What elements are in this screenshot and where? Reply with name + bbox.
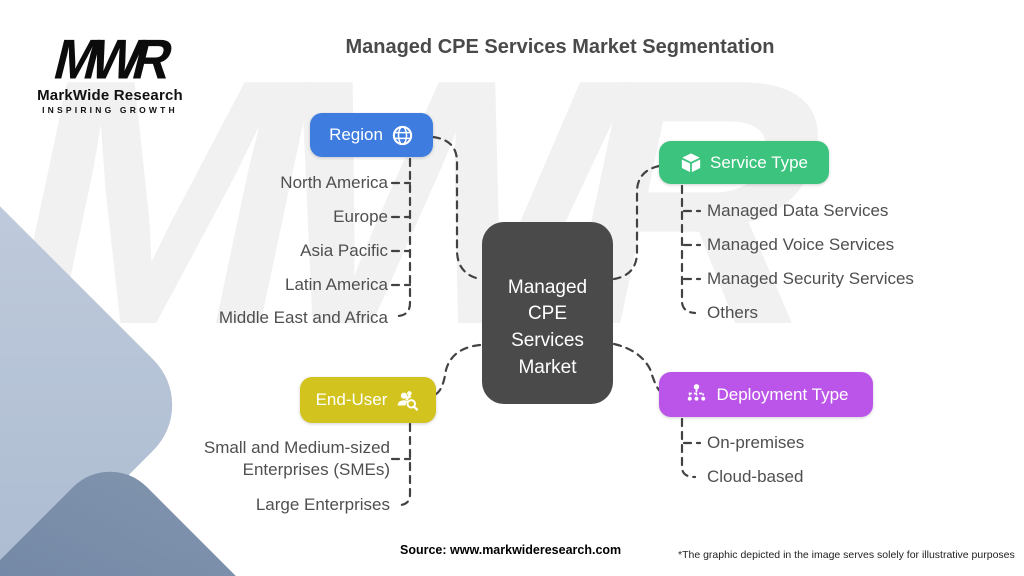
branch-node-deployment-type: Deployment Type <box>659 372 873 417</box>
branch-label-region: Region <box>329 125 383 144</box>
globe-icon <box>391 124 414 147</box>
connector-deploy-center <box>612 342 662 393</box>
service-type-item: Managed Security Services <box>707 269 914 288</box>
logo-tagline: Inspiring Growth <box>42 105 178 116</box>
central-node: Managed CPE Services Market <box>482 222 613 404</box>
deployment-type-item: On-premises <box>707 433 805 452</box>
region-item: North America <box>280 173 388 192</box>
service-type-item: Others <box>707 303 759 322</box>
page-title: Managed CPE Services Market Segmentation <box>345 36 775 58</box>
logo-monogram: MWR <box>47 28 173 92</box>
connector-service-center <box>612 164 661 281</box>
region-item: Middle East and Africa <box>218 308 388 327</box>
connector-region-spine <box>396 157 412 318</box>
service-type-item: Managed Voice Services <box>707 235 895 254</box>
branch-label-deployment-type: Deployment Type <box>716 384 849 404</box>
service-type-item: Managed Data Services <box>707 201 889 220</box>
user-search-icon <box>395 388 420 413</box>
region-item: Latin America <box>285 275 388 294</box>
disclaimer-text: *The graphic depicted in the image serve… <box>678 549 1015 561</box>
end-user-item: Small and Medium-sized Enterprises (SMEs… <box>203 438 390 479</box>
branch-label-end-user: End-User <box>315 390 388 409</box>
logo-name: MarkWide Research <box>37 87 183 105</box>
markwide-logo: MWR MarkWide Research Inspiring Growth <box>28 29 192 116</box>
hierarchy-icon <box>684 382 709 407</box>
branch-node-region: Region <box>310 113 433 157</box>
source-text: Source: www.markwideresearch.com <box>400 543 622 557</box>
branch-node-end-user: End-User <box>300 377 436 423</box>
cube-icon <box>680 152 702 174</box>
deployment-type-item: Cloud-based <box>707 467 804 486</box>
branch-node-service-type: Service Type <box>659 141 829 184</box>
end-user-item: Large Enterprises <box>255 495 390 514</box>
region-item: Asia Pacific <box>300 241 388 260</box>
region-item: Europe <box>333 207 388 226</box>
connector-region-center <box>431 135 482 281</box>
connector-enduser-spine <box>397 422 412 507</box>
connector-enduser-center <box>434 343 482 396</box>
branch-label-service-type: Service Type <box>710 152 808 172</box>
connector-deploy-spine <box>680 417 697 479</box>
connector-service-spine <box>680 184 697 315</box>
